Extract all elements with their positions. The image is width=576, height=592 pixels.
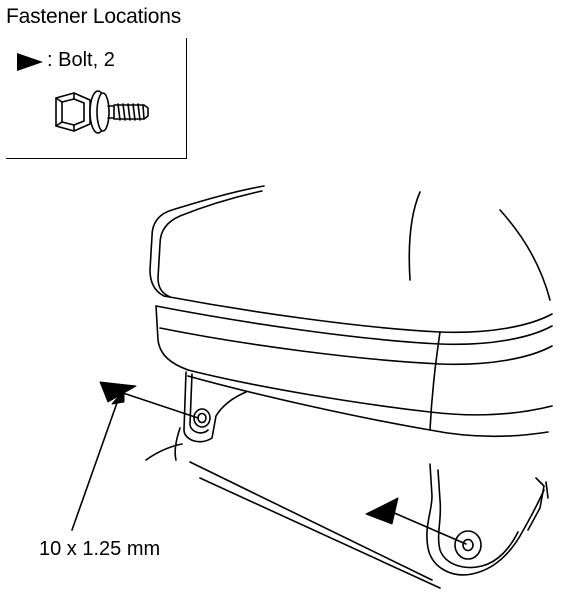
rear-right-bracket — [426, 463, 549, 576]
spec-leader-arrow — [71, 389, 125, 531]
flange-bolt-icon — [55, 90, 149, 134]
seat-cushion-outline — [149, 185, 553, 438]
bolt-size-label: 10 x 1.25 mm — [39, 538, 161, 560]
legend-bolt-label: : Bolt, 2 — [47, 49, 115, 71]
bolt-marker-front — [99, 381, 199, 419]
front-left-bracket — [174, 371, 247, 461]
fastener-legend: : Bolt, 2 — [6, 38, 187, 159]
page-title: Fastener Locations — [6, 5, 182, 28]
triangle-pointer-icon — [17, 53, 43, 71]
bolt-marker-rear — [365, 497, 467, 545]
floor-rail-lines — [145, 443, 441, 589]
